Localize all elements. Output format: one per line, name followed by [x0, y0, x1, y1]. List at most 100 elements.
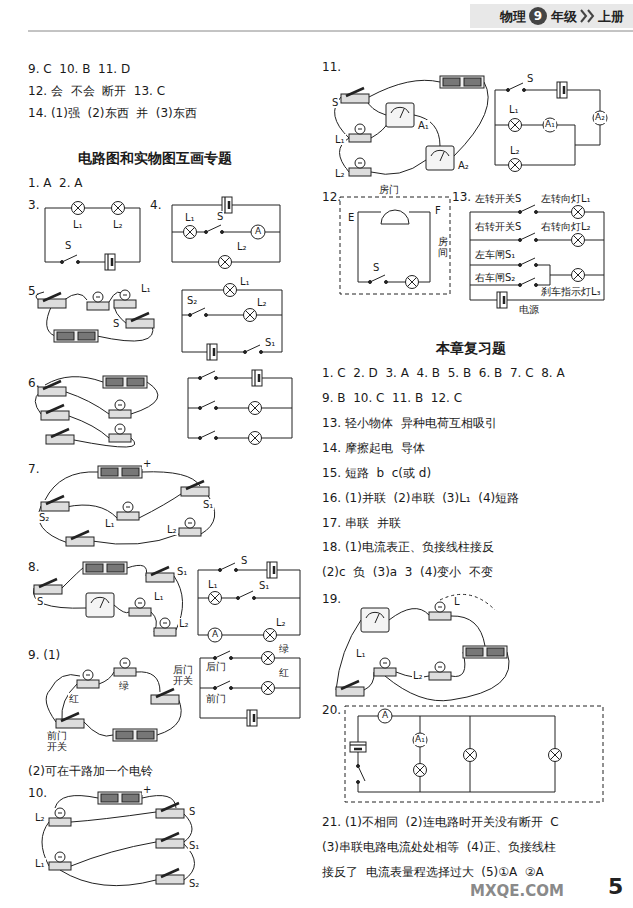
fig3-schematic-part	[61, 253, 80, 265]
answer-line: 14. 摩擦起电 导体	[322, 441, 425, 455]
fig8-pictorial-part	[146, 567, 174, 582]
circuit-label: 左转开关S	[474, 193, 522, 204]
fig19-pictorial-part	[374, 658, 396, 676]
circuit-label: S	[64, 240, 72, 251]
fig13-turn-signal-circuit-part	[572, 234, 585, 247]
circuit-label: 房间	[437, 236, 449, 258]
fig5-pictorial-part	[36, 292, 153, 341]
page-header	[28, 4, 633, 31]
fig19-pictorial-part	[429, 662, 451, 680]
answer-line: 11.	[322, 60, 341, 74]
circuit-label: S	[188, 806, 196, 817]
answer-line: 9. (1)	[28, 648, 60, 662]
circuit-label: L₁	[104, 518, 116, 529]
fig7-pictorial-part	[179, 518, 201, 536]
circuit-label: L₂	[509, 145, 521, 156]
circuit-label: 房门	[378, 184, 400, 195]
fig5-pictorial-part	[38, 293, 66, 308]
circuit-label: L₁	[72, 219, 84, 230]
fig12-doorbell-circuit	[340, 197, 450, 294]
fig11-pictorial	[335, 76, 489, 176]
fig9-pictorial-part	[77, 670, 99, 688]
fig20-schematic-part	[413, 733, 427, 747]
circuit-label: A₁	[417, 120, 430, 131]
fig4-schematic-part	[251, 225, 265, 239]
fig11-pictorial-part	[341, 88, 369, 103]
fig11-pictorial-part	[349, 124, 371, 142]
fig9-pictorial	[46, 658, 181, 741]
fig11-schematic-part	[509, 159, 522, 172]
fig11-pictorial-part	[440, 76, 484, 88]
fig13-turn-signal-circuit-part	[470, 212, 604, 300]
circuit-label: S	[526, 73, 534, 84]
circuit-label: L₂	[34, 812, 46, 823]
fig8-pictorial-part	[34, 579, 62, 594]
answer-line: 13. 轻小物体 异种电荷互相吸引	[322, 416, 497, 430]
fig10-pictorial-part	[156, 803, 184, 818]
circuit-label: L₂	[334, 168, 346, 179]
fig13-turn-signal-circuit-part	[572, 206, 585, 219]
circuit-label: 前门 开关	[46, 730, 69, 752]
fig11-schematic-part	[509, 119, 522, 132]
fig19-pictorial	[336, 594, 509, 700]
fig7-pictorial	[39, 466, 215, 546]
circuit-label: L₂	[178, 618, 190, 629]
fig13-turn-signal-circuit-part	[519, 203, 538, 215]
circuit-label: 电源	[518, 304, 540, 315]
fig8-pictorial	[33, 562, 182, 636]
circuit-label: 左车闸S₁	[474, 249, 516, 260]
fig13-turn-signal-circuit	[470, 203, 604, 308]
circuit-label: 前门	[205, 693, 227, 704]
circuit-label: L₂	[412, 670, 424, 681]
circuit-label: L₂	[236, 241, 248, 252]
answer-line: 15. 短路 b c(或 d)	[322, 466, 431, 480]
fig20-schematic-part	[414, 764, 427, 777]
answer-line: 21. (1)不相同 (2)连电路时开关没有断开 C	[322, 815, 559, 829]
circuit-label: S	[240, 555, 248, 566]
answer-line: 13.	[452, 190, 471, 204]
fig6-schematic-part	[252, 370, 262, 386]
fig6-pictorial	[35, 376, 158, 447]
answer-line: 18. (1)电流表正、负接线柱接反	[322, 540, 494, 554]
fig4-schematic-part	[184, 226, 197, 239]
answer-line: 9. C 10. B 11. D	[28, 62, 130, 76]
answer-line: 19.	[322, 592, 341, 606]
circuit-label: S	[372, 262, 380, 273]
fig9-schematic-part	[200, 658, 300, 718]
fig20-schematic-part	[549, 749, 562, 762]
circuit-label: L₁	[239, 276, 251, 287]
fig5-schematic-part	[244, 343, 263, 355]
circuit-label: 右转向灯L₂	[540, 221, 592, 232]
fig19-pictorial-part	[463, 646, 507, 658]
fig5-pictorial	[36, 290, 154, 342]
fig8-schematic-part	[209, 592, 222, 605]
circuit-label: 右转开关S	[474, 221, 522, 232]
answer-line: 接反了 电流表量程选择过大 (5)①A ②A	[322, 865, 544, 879]
fig7-pictorial-part	[181, 481, 209, 496]
page-header-part	[529, 7, 547, 25]
fig5-pictorial-part	[54, 330, 98, 342]
fig3-schematic-part	[112, 202, 125, 215]
grade-number: 9	[534, 9, 542, 23]
circuit-label: S	[36, 596, 44, 607]
answer-line: 7.	[28, 462, 39, 476]
fig12-doorbell-circuit-part	[340, 197, 450, 294]
answer-line: 12.	[322, 190, 341, 204]
answer-line: 1. C 2. D 3. A 4. B 5. B 6. B 7. C 8. A	[322, 366, 565, 380]
circuit-label: L₂	[275, 617, 287, 628]
circuit-label: S₁	[258, 580, 270, 591]
circuit-label: S₁	[202, 499, 214, 510]
fig9-schematic	[200, 649, 300, 726]
circuit-label: S	[216, 211, 224, 222]
fig19-pictorial-part	[336, 681, 364, 696]
fig8-pictorial-part	[86, 593, 114, 617]
fig7-pictorial-part	[41, 496, 69, 511]
page-header-part	[581, 10, 593, 22]
fig19-pictorial-part	[440, 594, 495, 610]
fig13-turn-signal-circuit-part	[572, 269, 585, 282]
fig11-schematic-part	[507, 81, 526, 93]
circuit-label: S₁	[264, 337, 276, 348]
fig10-pictorial-part	[49, 808, 71, 826]
circuit-label: A	[254, 227, 262, 237]
